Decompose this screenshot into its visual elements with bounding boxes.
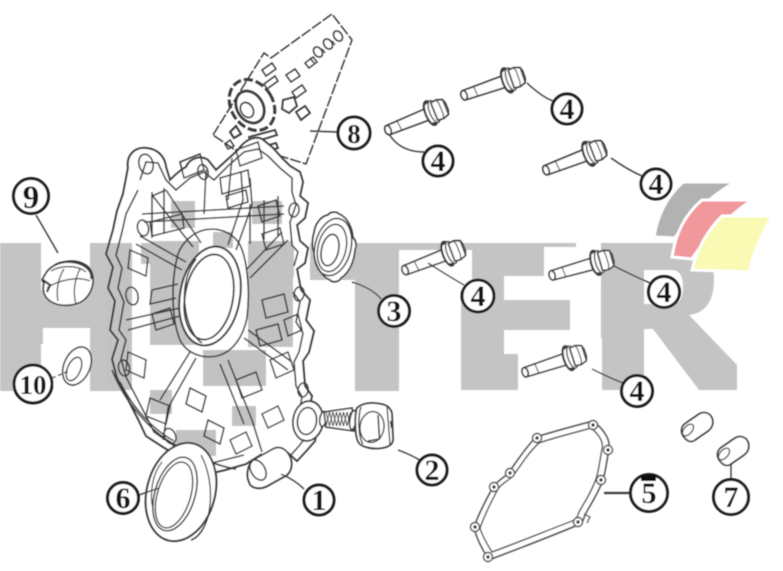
svg-text:4: 4	[431, 145, 446, 178]
svg-text:10: 10	[20, 370, 47, 400]
svg-text:8: 8	[347, 119, 361, 149]
svg-text:9: 9	[23, 180, 40, 216]
svg-text:2: 2	[425, 454, 440, 487]
svg-text:4: 4	[657, 276, 672, 309]
svg-text:4: 4	[649, 168, 664, 201]
svg-text:5: 5	[642, 477, 657, 510]
svg-text:7: 7	[724, 481, 739, 514]
svg-text:4: 4	[560, 93, 575, 126]
svg-text:1: 1	[312, 484, 327, 517]
svg-text:4: 4	[630, 375, 645, 408]
svg-text:4: 4	[471, 280, 486, 313]
svg-text:6: 6	[116, 482, 131, 515]
svg-text:3: 3	[387, 295, 402, 328]
